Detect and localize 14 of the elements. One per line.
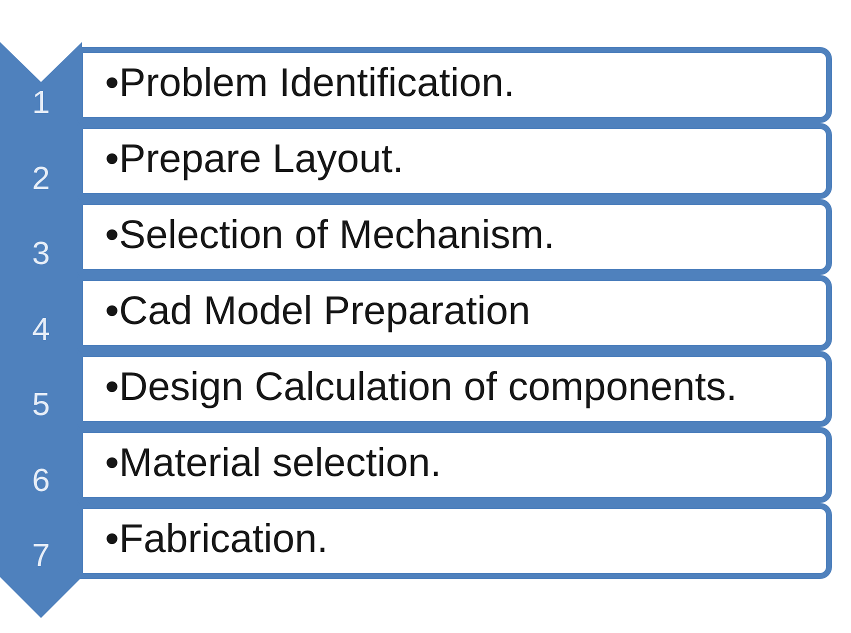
step-number: 7 (31, 538, 51, 572)
step-number: 3 (31, 236, 51, 270)
step-text: •Prepare Layout. (105, 137, 404, 181)
step-text: •Problem Identification. (105, 61, 515, 105)
step-text: •Cad Model Preparation (105, 289, 530, 333)
step-number: 6 (31, 462, 51, 496)
step-number: 1 (31, 85, 51, 119)
step-number: 4 (31, 312, 51, 346)
step-number: 5 (31, 387, 51, 421)
step-text: •Material selection. (105, 441, 442, 485)
step-text: •Fabrication. (105, 517, 328, 561)
step-number: 2 (31, 160, 51, 194)
step-text: •Design Calculation of components. (105, 365, 738, 409)
step-text: •Selection of Mechanism. (105, 213, 555, 257)
